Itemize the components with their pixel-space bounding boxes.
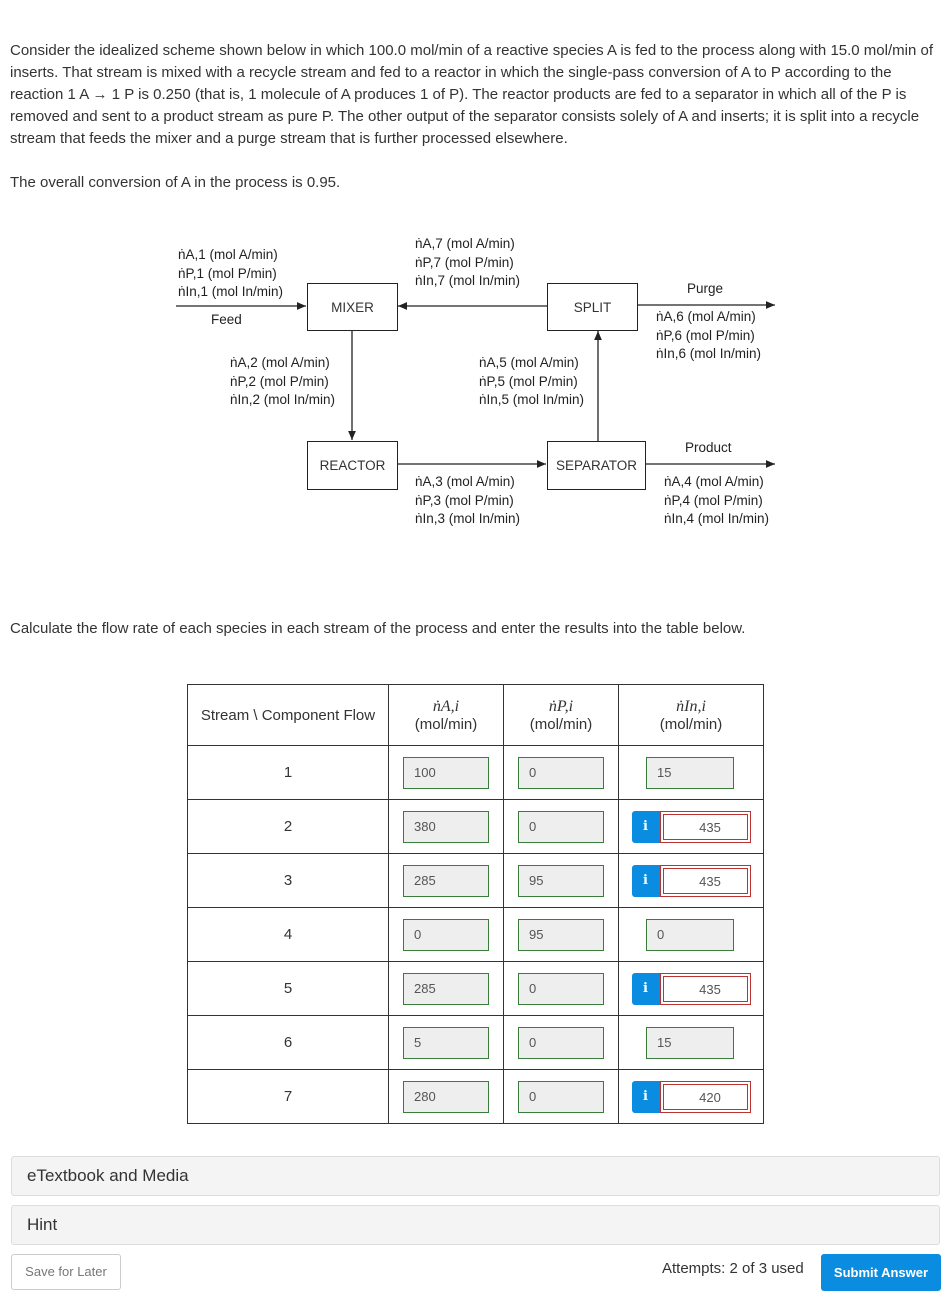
in-flow-input[interactable]: 435 [659,810,751,843]
instruction: Calculate the flow rate of each species … [10,620,746,637]
table-row: 6 5 0 15 [187,1015,764,1070]
corner-header: Stream \ Component Flow [187,684,389,746]
a-flow-input[interactable]: 285 [403,972,489,1005]
info-icon[interactable]: i [631,972,660,1005]
split-box: SPLIT [547,283,638,331]
p-flow-input[interactable]: 0 [518,972,604,1005]
p-flow-input[interactable]: 0 [518,1080,604,1113]
stream-2-labels: ṅA,2 (mol A/min)ṅP,2 (mol P/min)ṅIn,2 (m… [230,355,336,407]
a-flow-input[interactable]: 380 [403,810,489,843]
flow-table: Stream \ Component Flow ṅA,i(mol/min) ṅP… [187,684,764,1124]
info-icon[interactable]: i [631,810,660,843]
col-in-header: ṅIn,i(mol/min) [618,684,764,746]
stream-number: 1 [187,745,389,800]
reactor-box: REACTOR [307,441,398,490]
process-flow-diagram: MIXER SPLIT REACTOR SEPARATOR Feed Purge… [0,230,946,540]
stream-number: 6 [187,1015,389,1070]
table-row: 4 0 95 0 [187,907,764,962]
stream-7-labels: ṅA,7 (mol A/min)ṅP,7 (mol P/min)ṅIn,7 (m… [415,236,521,288]
p-flow-input[interactable]: 95 [518,864,604,897]
attempts-text: Attempts: 2 of 3 used [662,1260,804,1277]
stream-6-labels: ṅA,6 (mol A/min)ṅP,6 (mol P/min)ṅIn,6 (m… [656,309,762,361]
in-flow-input[interactable]: 420 [659,1080,751,1113]
hint-panel[interactable]: Hint [11,1205,940,1245]
stream-1-labels: ṅA,1 (mol A/min)ṅP,1 (mol P/min)ṅIn,1 (m… [178,247,284,299]
separator-box: SEPARATOR [547,441,646,490]
p-flow-input[interactable]: 0 [518,756,604,789]
p-flow-input[interactable]: 0 [518,810,604,843]
p-flow-input[interactable]: 0 [518,1026,604,1059]
submit-answer-button[interactable]: Submit Answer [821,1254,941,1291]
a-flow-input[interactable]: 280 [403,1080,489,1113]
in-flow-input[interactable]: 15 [646,1026,734,1059]
stream-4-labels: ṅA,4 (mol A/min)ṅP,4 (mol P/min)ṅIn,4 (m… [664,474,770,526]
purge-label: Purge [687,281,724,296]
feed-label: Feed [211,312,242,327]
info-icon[interactable]: i [631,864,660,897]
stream-number: 4 [187,907,389,962]
overall-conversion: The overall conversion of A in the proce… [10,174,341,191]
stream-number: 5 [187,961,389,1016]
stream-number: 7 [187,1069,389,1124]
product-label: Product [685,440,732,455]
p-flow-input[interactable]: 95 [518,918,604,951]
save-for-later-button[interactable]: Save for Later [11,1254,121,1290]
in-flow-input[interactable]: 15 [646,756,734,789]
etextbook-panel[interactable]: eTextbook and Media [11,1156,940,1196]
a-flow-input[interactable]: 0 [403,918,489,951]
col-p-header: ṅP,i(mol/min) [503,684,619,746]
stream-5-labels: ṅA,5 (mol A/min)ṅP,5 (mol P/min)ṅIn,5 (m… [479,355,585,407]
in-flow-input[interactable]: 435 [659,864,751,897]
diagram-lines [176,301,775,468]
info-icon[interactable]: i [631,1080,660,1113]
mixer-box: MIXER [307,283,398,331]
a-flow-input[interactable]: 285 [403,864,489,897]
in-flow-input[interactable]: 0 [646,918,734,951]
table-row: 1 100 0 15 [187,745,764,800]
stream-number: 2 [187,799,389,854]
col-a-header: ṅA,i(mol/min) [388,684,504,746]
a-flow-input[interactable]: 100 [403,756,489,789]
stream-number: 3 [187,853,389,908]
problem-intro: Consider the idealized scheme shown belo… [10,42,933,147]
in-flow-input[interactable]: 435 [659,972,751,1005]
stream-3-labels: ṅA,3 (mol A/min)ṅP,3 (mol P/min)ṅIn,3 (m… [415,474,521,526]
a-flow-input[interactable]: 5 [403,1026,489,1059]
